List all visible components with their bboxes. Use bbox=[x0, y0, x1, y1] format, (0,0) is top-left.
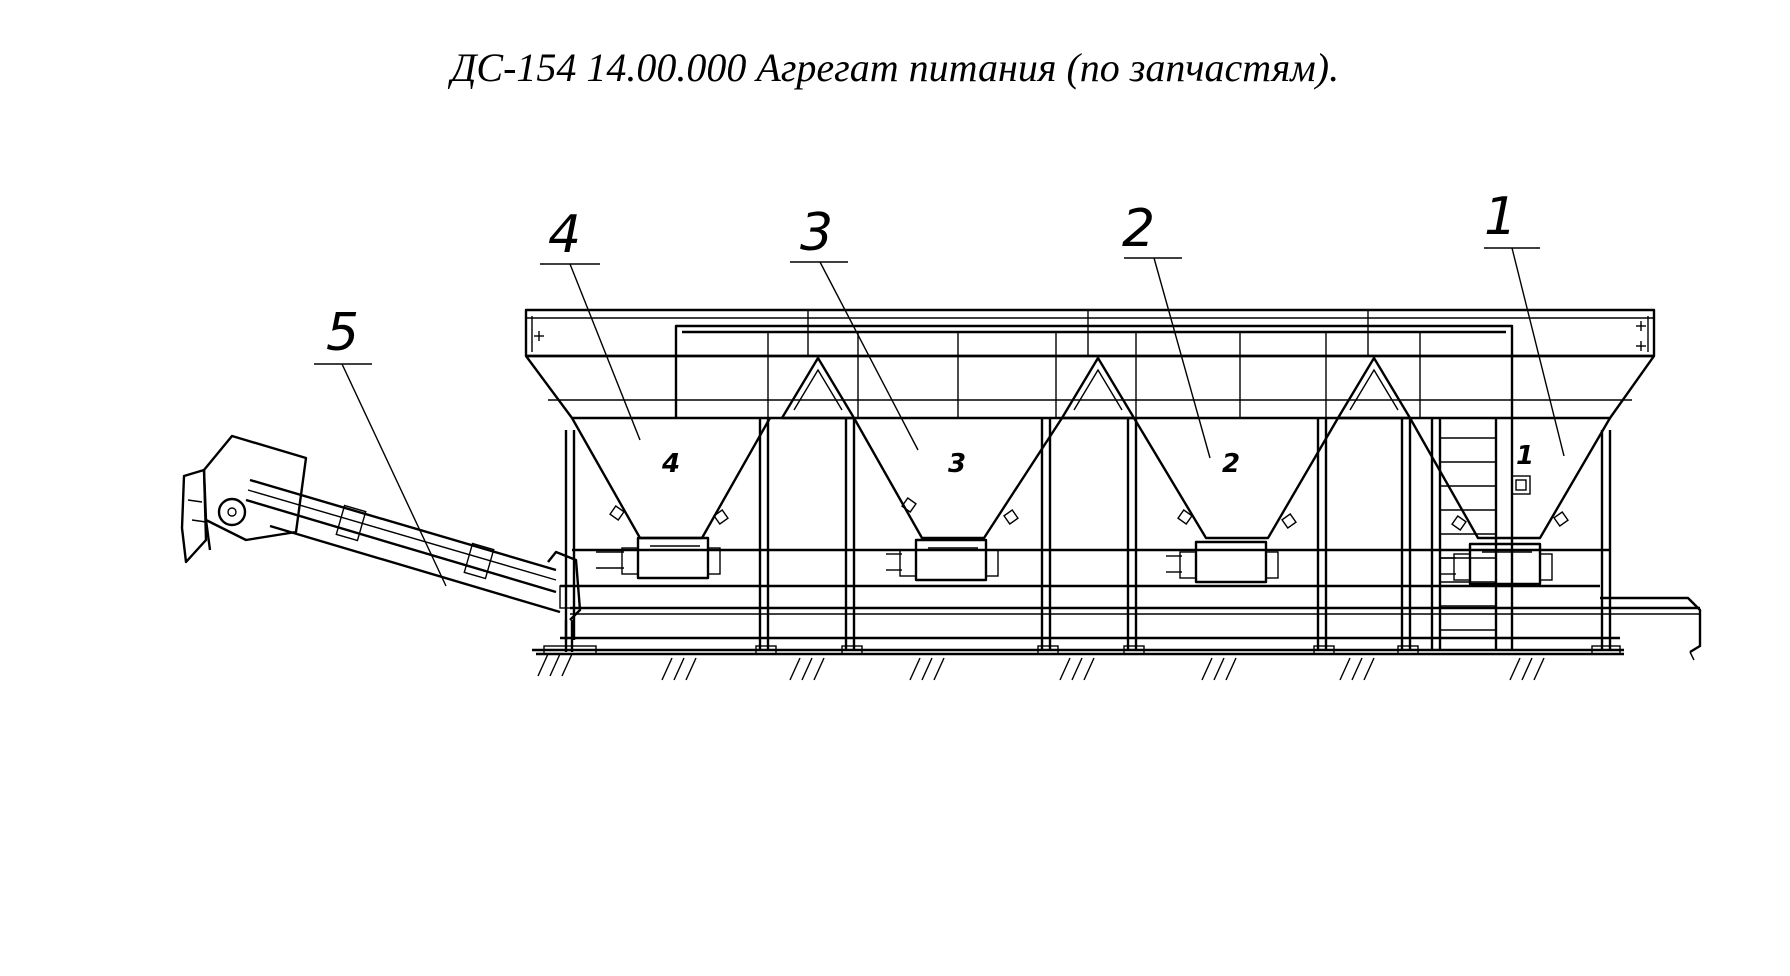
hopper-3 bbox=[852, 417, 1064, 540]
hopper-marking-3: 3 bbox=[948, 449, 966, 479]
handrail bbox=[674, 324, 1514, 650]
ladder bbox=[1430, 418, 1498, 650]
ground-supports bbox=[536, 645, 1624, 681]
feeder-3 bbox=[886, 538, 999, 582]
feeder-1 bbox=[1440, 542, 1553, 586]
callout-label-3: 3 bbox=[800, 203, 833, 263]
hopper-marking-1: 1 bbox=[1516, 441, 1534, 471]
drawing-title: ДС-154 14.00.000 Агрегат питания (по зап… bbox=[450, 45, 1340, 90]
feeder-4 bbox=[596, 536, 721, 580]
hopper-2 bbox=[1132, 417, 1340, 540]
hopper-dividers bbox=[780, 356, 1412, 420]
feeder-2 bbox=[1166, 540, 1279, 584]
hopper-1 bbox=[1408, 417, 1612, 540]
hopper-marking-2: 2 bbox=[1222, 449, 1240, 479]
callout-label-1: 1 bbox=[1484, 187, 1517, 247]
hopper-marking-4: 4 bbox=[661, 449, 680, 479]
callout-label-5: 5 bbox=[326, 303, 359, 363]
support-legs bbox=[564, 418, 1612, 650]
callout-label-2: 2 bbox=[1122, 199, 1155, 259]
callout-leaders bbox=[314, 247, 1565, 587]
callout-label-4: 4 bbox=[548, 205, 581, 265]
inclined-conveyor bbox=[180, 434, 582, 652]
